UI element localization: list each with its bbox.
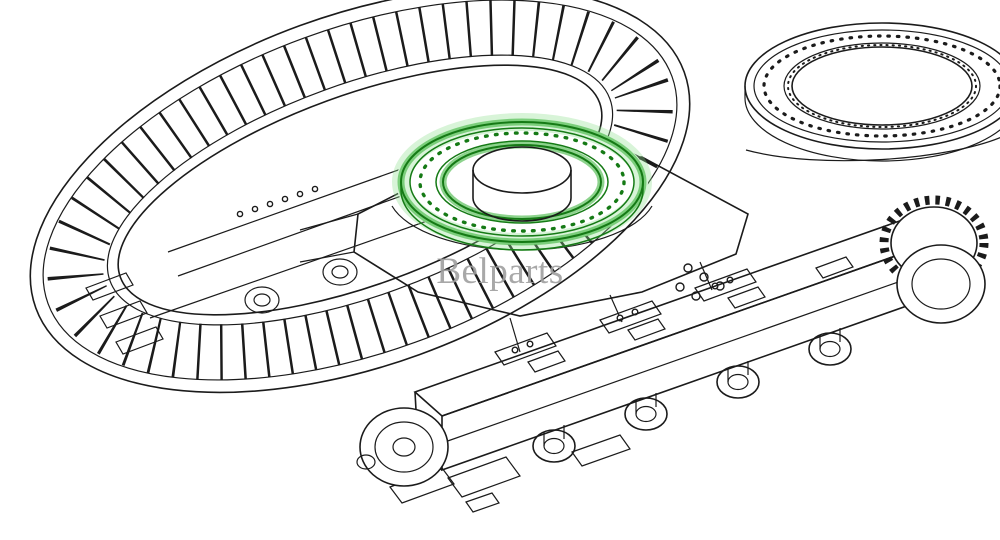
track-frame-right-icon: [356, 195, 989, 513]
crawler-track-left-icon: [29, 0, 691, 394]
drive-sprocket-icon: [879, 195, 989, 324]
track-rollers: [532, 328, 852, 463]
slewing-ring-installed-icon: [392, 113, 652, 251]
watermark-text: Belparts: [436, 251, 563, 292]
slewing-ring-detached-icon: [742, 21, 1000, 162]
center-cylinder: [472, 146, 572, 222]
idler-wheel-icon: [356, 407, 449, 487]
